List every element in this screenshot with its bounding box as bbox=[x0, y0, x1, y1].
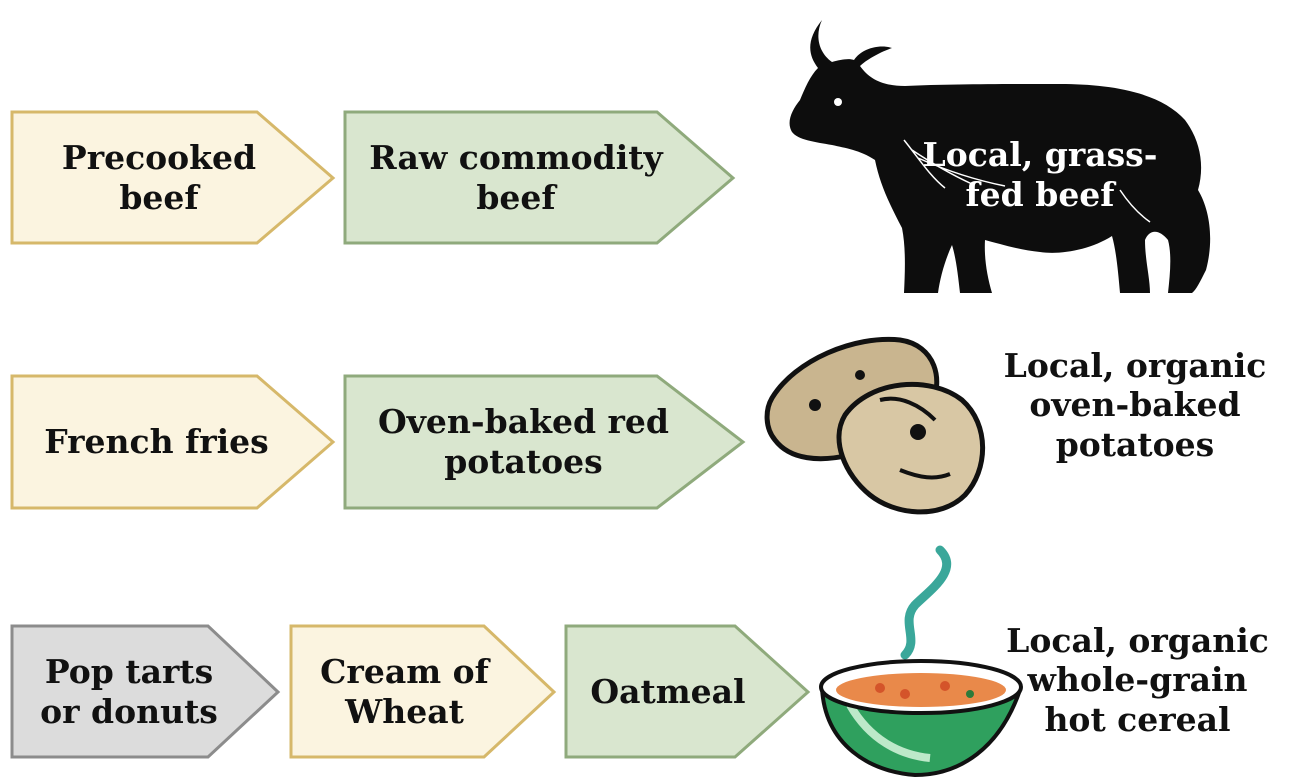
step-label: Cream of Wheat bbox=[292, 630, 517, 754]
step-label: Raw commodity beef bbox=[346, 116, 686, 240]
step-label: Pop tarts or donuts bbox=[14, 630, 244, 754]
goal-label: Local, grass- fed beef bbox=[905, 120, 1175, 230]
step-label: Oven-baked red potatoes bbox=[346, 380, 701, 504]
step-label: Precooked beef bbox=[14, 116, 304, 240]
goal-label: Local, organic oven-baked potatoes bbox=[985, 330, 1285, 480]
step-label: Oatmeal bbox=[568, 630, 768, 754]
step-label: French fries bbox=[14, 380, 299, 504]
goal-label: Local, organic whole-grain hot cereal bbox=[985, 605, 1290, 755]
potatoes-icon bbox=[767, 339, 983, 512]
